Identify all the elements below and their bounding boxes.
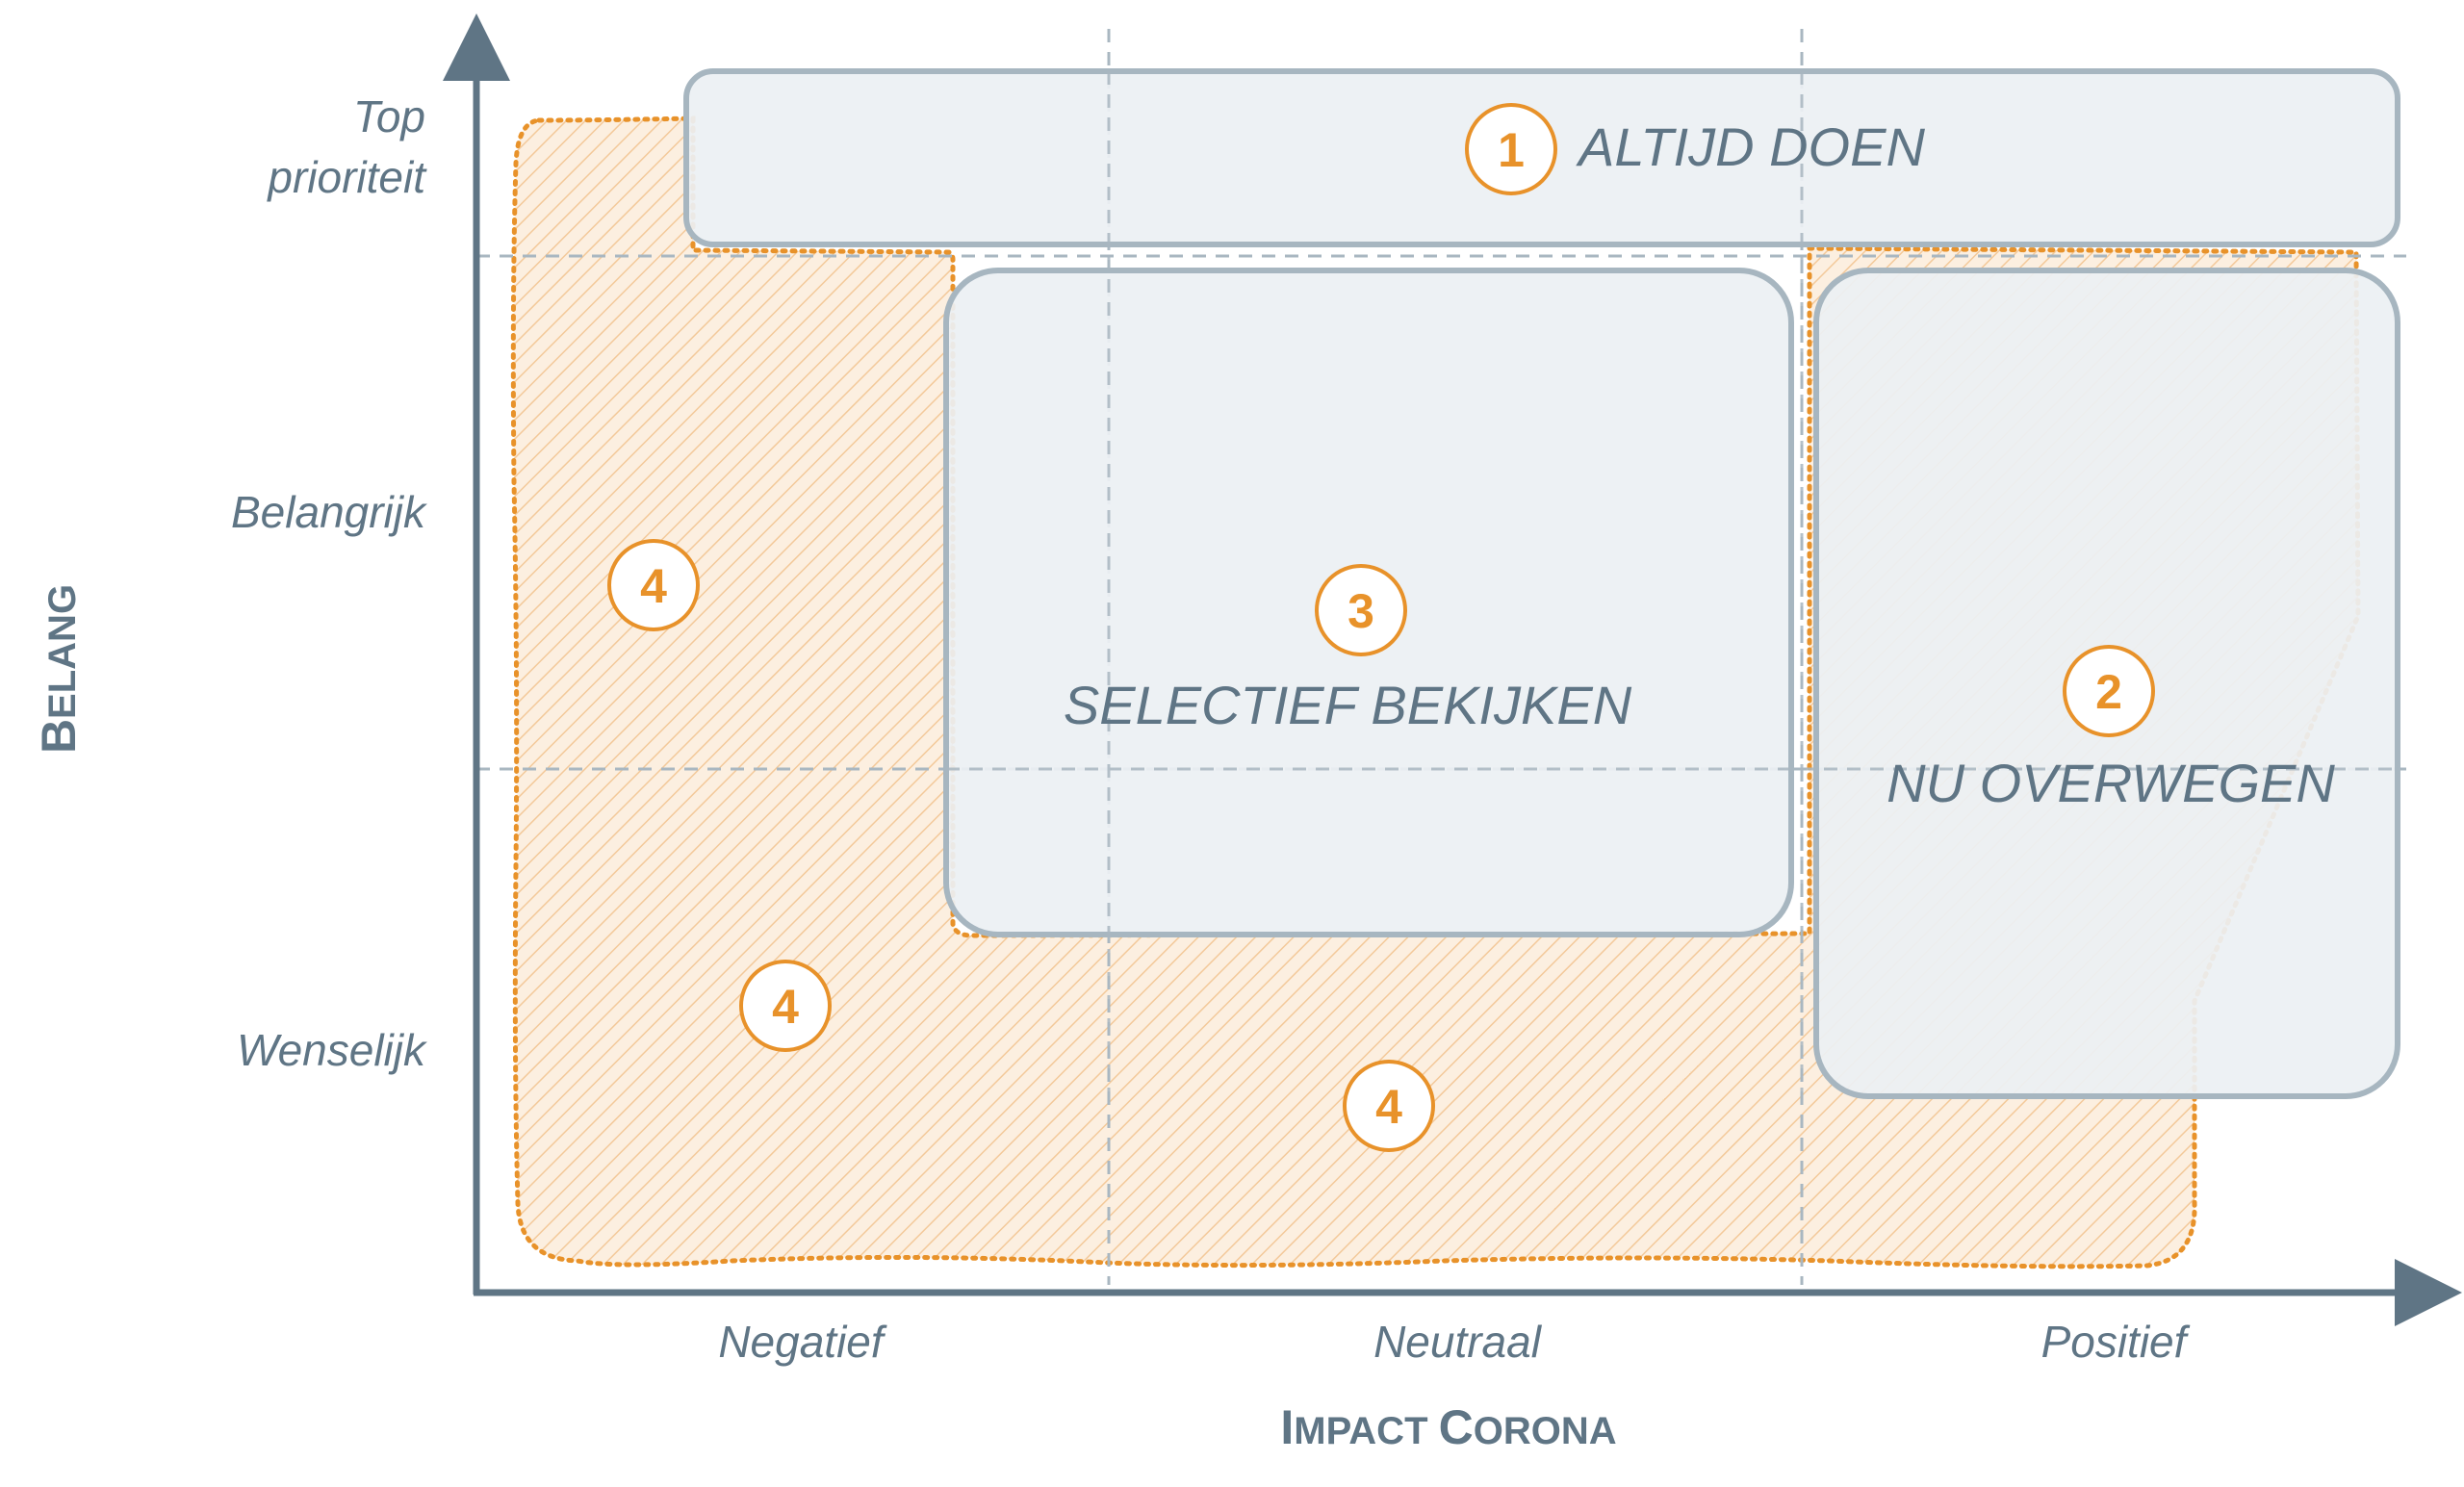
svg-text:4: 4 bbox=[640, 559, 667, 613]
label-selectief-bekijken: SELECTIEF BEKIJKEN bbox=[1064, 675, 1632, 735]
x-tick-neutraal: Neutraal bbox=[1373, 1317, 1543, 1367]
svg-text:2: 2 bbox=[2095, 665, 2122, 719]
badge-2: 2 bbox=[2063, 645, 2155, 737]
badge-3: 3 bbox=[1315, 564, 1407, 656]
badge-4-bottom-center: 4 bbox=[1343, 1060, 1435, 1152]
x-axis-title: IMPACT CORONA bbox=[1280, 1400, 1616, 1454]
y-tick-wenselijk: Wenselijk bbox=[237, 1025, 427, 1075]
x-tick-positief: Positief bbox=[2041, 1317, 2191, 1367]
y-tick-prioriteit: prioriteit bbox=[266, 152, 427, 202]
y-tick-belangrijk: Belangrijk bbox=[231, 487, 427, 537]
badge-4-left: 4 bbox=[607, 539, 700, 631]
x-tick-negatief: Negatief bbox=[718, 1317, 887, 1367]
svg-text:4: 4 bbox=[1375, 1080, 1402, 1134]
svg-text:1: 1 bbox=[1498, 123, 1525, 177]
label-altijd-doen: ALTIJD DOEN bbox=[1576, 116, 1925, 177]
badge-1: 1 bbox=[1465, 103, 1557, 195]
y-tick-top: Top bbox=[353, 91, 425, 141]
badge-4-bottom-left: 4 bbox=[739, 960, 832, 1052]
y-axis-title: BELANG bbox=[32, 584, 86, 754]
svg-text:3: 3 bbox=[1348, 584, 1374, 638]
label-nu-overwegen: NU OVERWEGEN bbox=[1886, 753, 2335, 813]
svg-text:4: 4 bbox=[772, 980, 799, 1034]
